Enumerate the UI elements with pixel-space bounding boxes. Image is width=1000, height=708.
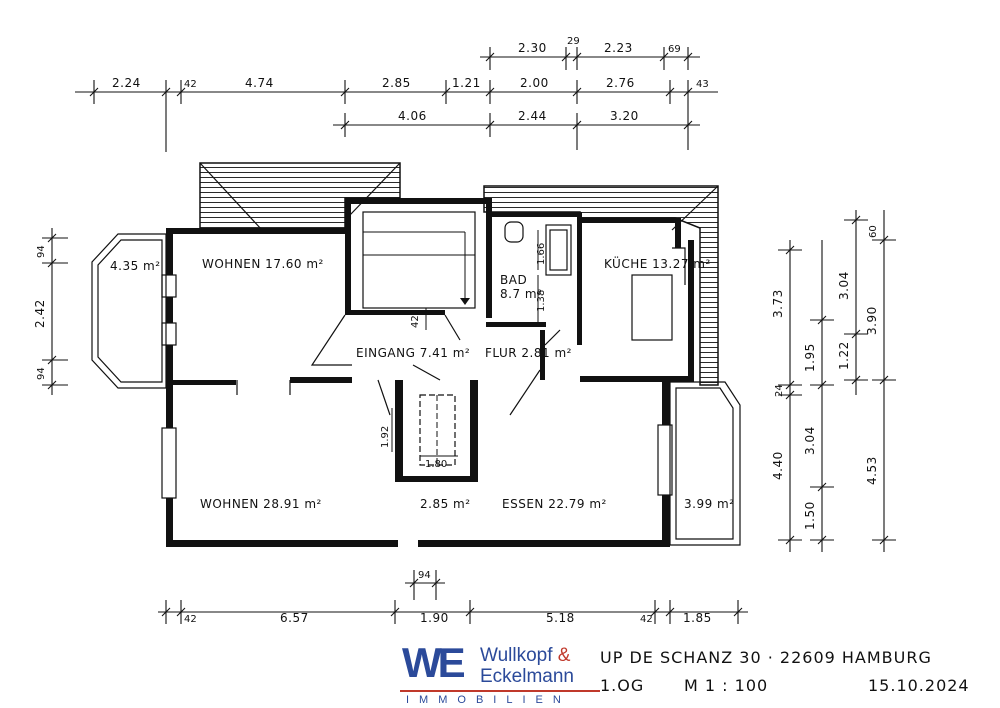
- date-label: 15.10.2024: [868, 676, 970, 695]
- dim-label: 2.00: [520, 76, 549, 90]
- dim-label: 1.66: [536, 243, 547, 265]
- room-label-kueche: KÜCHE 13.27 m²: [604, 255, 711, 271]
- dim-label: 3.04: [837, 271, 851, 300]
- dim-label: 42: [410, 315, 421, 328]
- dim-label: 2.24: [112, 76, 141, 90]
- room-label-wohnen-bottom: WOHNEN 28.91 m²: [200, 497, 322, 511]
- logo-ampersand: &: [557, 645, 571, 666]
- dim-label: 6.57: [280, 611, 309, 625]
- room-label-bad: BAD: [500, 273, 527, 287]
- exterior-walls: [166, 198, 694, 547]
- logo-tagline: IMMOBILIEN: [406, 694, 571, 706]
- staircase: [362, 211, 476, 466]
- top-dimension-labels: 2.30 29 2.23 69 2.24 42 4.74 2.85 1.21 2…: [112, 36, 709, 123]
- dim-label: 2.76: [606, 76, 635, 90]
- dim-label: 2.30: [518, 41, 547, 55]
- dim-label: 4.06: [398, 109, 427, 123]
- scale-label: M 1 : 100: [684, 676, 769, 695]
- dim-label: 3.04: [803, 426, 817, 455]
- bottom-dimension-chains: [158, 570, 748, 624]
- logo-line1: Wullkopf &: [480, 646, 570, 666]
- right-dimension-chains: [778, 210, 896, 552]
- dim-label: 1.95: [803, 343, 817, 372]
- dim-label: 2.42: [33, 299, 47, 328]
- right-dimension-labels: 3.73 24 4.40 1.95 3.04 1.50 3.04 1.22 60…: [771, 225, 879, 530]
- dim-label: 2.44: [518, 109, 547, 123]
- room-label-flur: FLUR 2.81 m²: [485, 346, 572, 360]
- dim-label: 3.20: [610, 109, 639, 123]
- dim-label: 43: [696, 79, 709, 90]
- dim-label: 1.92: [380, 426, 391, 448]
- dim-label: 1.50: [803, 501, 817, 530]
- dim-label: 60: [868, 225, 879, 238]
- floor-label: 1.OG: [600, 676, 645, 695]
- dim-label: 29: [567, 36, 580, 47]
- logo-line2: Eckelmann: [480, 666, 574, 687]
- dim-label: 42: [184, 614, 197, 625]
- logo-mark: WE: [402, 639, 466, 686]
- dim-label: 42: [184, 79, 197, 90]
- logo-divider: [400, 690, 600, 692]
- bottom-dimension-labels: 94 42 6.57 1.90 5.18 42 1.85: [184, 570, 712, 625]
- dim-label: 4.53: [865, 456, 879, 485]
- dim-label: 94: [36, 245, 47, 258]
- room-label-eingang: EINGANG 7.41 m²: [356, 346, 470, 360]
- bay-window: [91, 233, 167, 389]
- dim-label: 3.90: [865, 306, 879, 335]
- dim-label: 1.80: [425, 459, 447, 470]
- dim-label: 1.22: [837, 341, 851, 370]
- dim-label: 2.85: [382, 76, 411, 90]
- dim-label: 94: [418, 570, 431, 581]
- dim-label: 1.90: [420, 611, 449, 625]
- dim-label: 69: [668, 44, 681, 55]
- dim-label: 42: [640, 614, 653, 625]
- room-label-bad-area: 8.7 m²: [500, 287, 542, 301]
- room-labels: 4.35 m² WOHNEN 17.60 m² EINGANG 7.41 m² …: [110, 255, 735, 511]
- dim-label: 5.18: [546, 611, 575, 625]
- left-dimension-labels: 94 2.42 94: [33, 245, 47, 380]
- dim-label: 3.73: [771, 289, 785, 318]
- room-label-middle: 2.85 m²: [420, 497, 471, 511]
- address-label: UP DE SCHANZ 30 · 22609 HAMBURG: [600, 648, 932, 667]
- dim-label: 2.23: [604, 41, 633, 55]
- bath-fixtures: [504, 221, 572, 276]
- dim-label: 4.40: [771, 451, 785, 480]
- dim-label: 24: [774, 384, 785, 397]
- top-dimension-chains: [75, 47, 718, 152]
- company-logo: WE Wullkopf & Eckelmann IMMOBILIEN: [400, 640, 600, 706]
- kitchen-counter: [631, 247, 686, 341]
- dim-label: 1.85: [683, 611, 712, 625]
- room-label-balcony: 3.99 m²: [684, 497, 735, 511]
- left-dimension-chain: [42, 228, 68, 395]
- dim-label: 1.38: [536, 290, 547, 312]
- dim-label: 94: [36, 367, 47, 380]
- inner-dimensions: 42 1.66 1.38 1.92 1.80: [380, 230, 547, 470]
- room-label-wohnen-top: WOHNEN 17.60 m²: [202, 257, 324, 271]
- dim-label: 4.74: [245, 76, 274, 90]
- door-swings: [236, 314, 561, 416]
- logo-name-1: Wullkopf: [480, 645, 553, 666]
- dim-label: 1.21: [452, 76, 481, 90]
- room-label-bay: 4.35 m²: [110, 259, 161, 273]
- room-label-essen: ESSEN 22.79 m²: [502, 497, 607, 511]
- balcony: [669, 381, 741, 546]
